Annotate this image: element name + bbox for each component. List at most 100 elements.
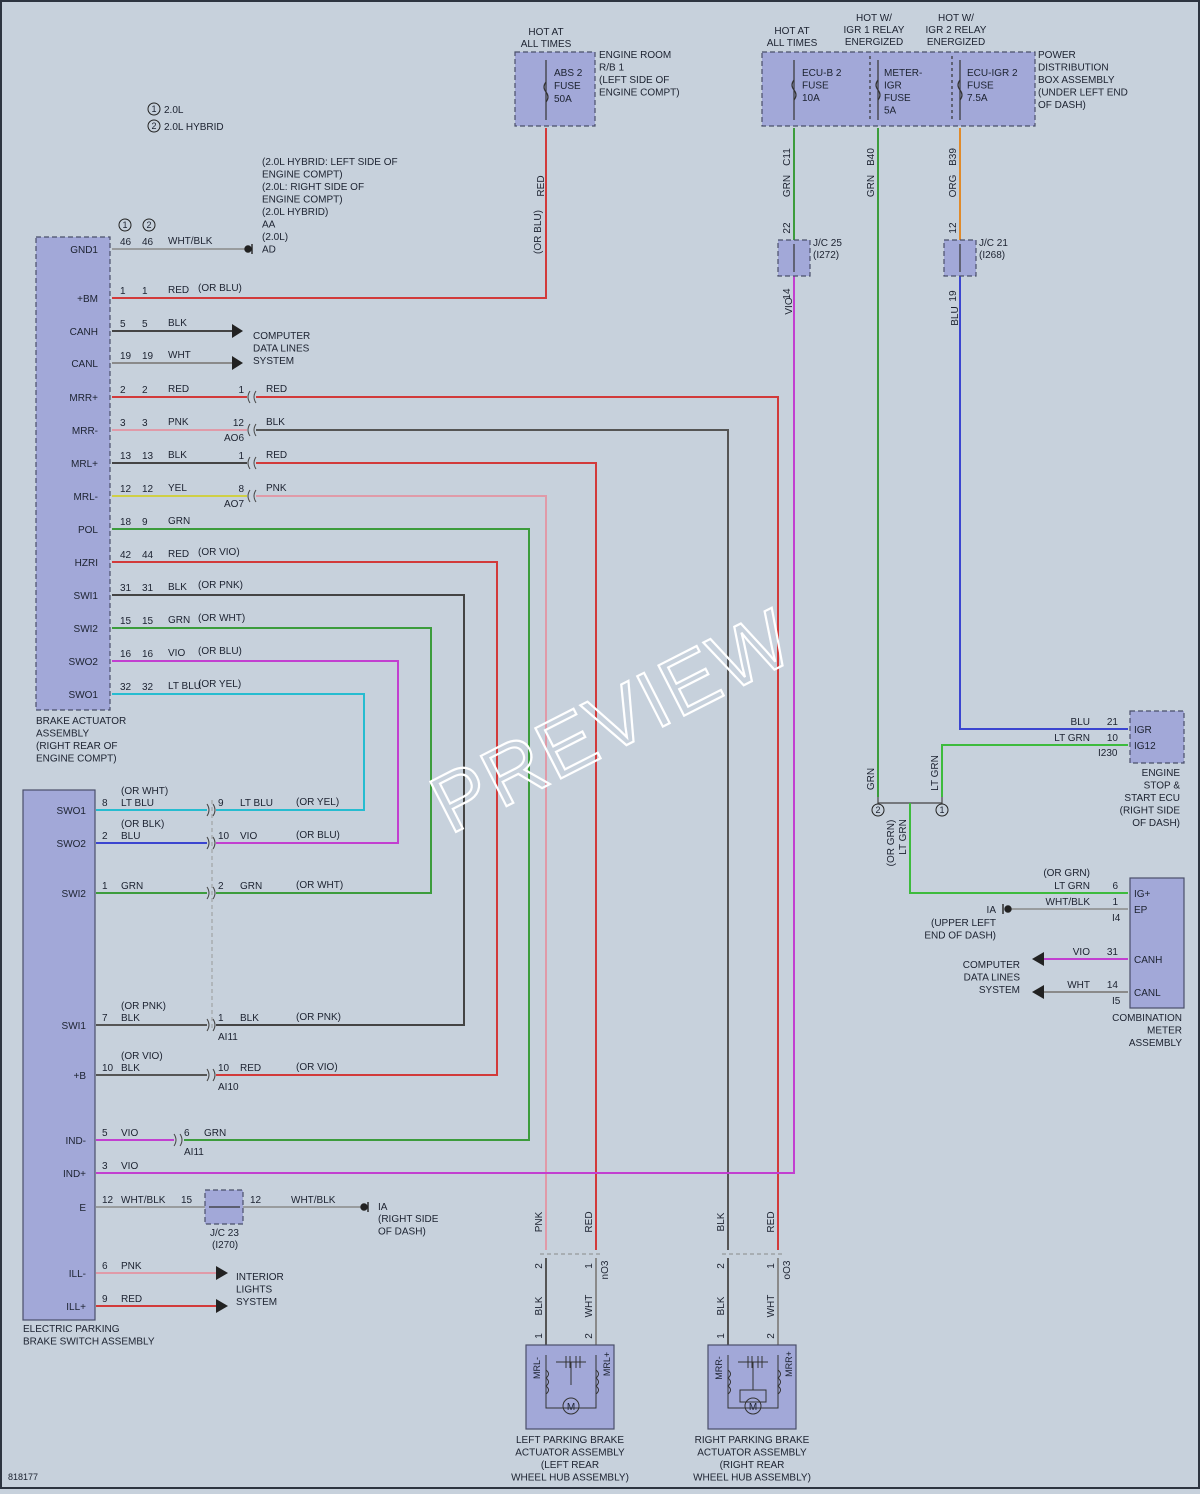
legend-marks (118, 102, 949, 817)
power-dist-fuse-2-line: FUSE (884, 93, 911, 104)
jc25-pin: 14 (782, 288, 793, 300)
engine-stop-ecu-name-line: (RIGHT SIDE (1120, 806, 1181, 817)
pin-number: 46 (142, 237, 154, 248)
power-dist-fuse-1-line: ECU-B 2 (802, 68, 842, 79)
wire-color: VIO (1073, 947, 1090, 958)
wire-color: WHT (766, 1295, 777, 1318)
wire-color: PNK (534, 1211, 545, 1232)
ground-location-note-line: AD (262, 245, 276, 256)
brake-actuator-pin-label: POL (78, 525, 98, 536)
wire-alt-color: (OR PNK) (121, 1001, 166, 1012)
power-dist-hot-label-2-line: ENERGIZED (845, 37, 903, 48)
wire-alt-color: (OR VIO) (296, 1062, 338, 1073)
jc25-pin: 22 (782, 222, 793, 234)
ground-location-note-line: ENGINE COMPT) (262, 195, 343, 206)
ground-location-note-line: (2.0L HYBRID: LEFT SIDE OF (262, 157, 398, 168)
ground-icon (360, 1202, 369, 1212)
connector-pin: 1 (238, 451, 244, 462)
connector-pin: 12 (233, 418, 245, 429)
wire-pol (112, 528, 530, 1141)
pin-number: 19 (142, 351, 154, 362)
pin-number: 12 (102, 1195, 114, 1206)
connector-tick (206, 1068, 216, 1082)
col-head-2: 2 (146, 220, 151, 230)
power-dist-pin: C11 (782, 148, 793, 166)
wire-color: LT GRN (1054, 733, 1090, 744)
wire-alt-color: (OR PNK) (198, 580, 243, 591)
connector-tick (206, 886, 216, 900)
legend-number: 1 (151, 104, 156, 114)
wire-mrlp (256, 462, 597, 1250)
engine-stop-ecu-name-line: STOP & (1144, 781, 1181, 792)
pin-number: 31 (1107, 947, 1119, 958)
brake-actuator-pin-label: SWI2 (74, 624, 99, 635)
connector-pin: 8 (238, 484, 244, 495)
jc21-pin: 12 (948, 222, 959, 234)
legend-text: 2.0L HYBRID (164, 122, 224, 133)
wire-color: BLK (121, 1063, 140, 1074)
connector-code: I4 (1112, 913, 1121, 924)
wire-alt-color: (OR YEL) (296, 797, 339, 808)
wire-color: YEL (168, 483, 187, 494)
power-dist-name-line: BOX ASSEMBLY (1038, 75, 1115, 86)
wire-alt-color: (OR YEL) (198, 679, 241, 690)
brake-actuator-box (35, 236, 111, 711)
meter-pin-label: CANL (1134, 988, 1161, 999)
brake-actuator-name-line: (RIGHT REAR OF (36, 741, 117, 752)
brake-actuator-pin-label: +BM (77, 294, 98, 305)
arrow-m-canl (1032, 985, 1044, 999)
wire-color: RED (168, 384, 189, 395)
ground-name: IA (987, 905, 997, 916)
wire-color: RED (168, 285, 189, 296)
wire-color: LT GRN (1054, 881, 1090, 892)
left-actuator-name-line: ACTUATOR ASSEMBLY (515, 1448, 625, 1459)
brake-actuator-pin-label: MRL+ (71, 459, 98, 470)
engine-room-rb-name-line: R/B 1 (599, 63, 624, 74)
wire-color: WHT (1067, 980, 1090, 991)
motor-icon: M (567, 1402, 575, 1413)
wire-alt-color: (OR WHT) (198, 613, 245, 624)
wire-swi1 (112, 594, 465, 1026)
grounds (244, 244, 1012, 1212)
left-actuator-name-line: (LEFT REAR (541, 1460, 599, 1471)
pin-number: 6 (1112, 881, 1118, 892)
pin-number: 5 (102, 1128, 108, 1139)
wire-alt-color: (OR BLU) (533, 210, 544, 254)
pin-number: 31 (142, 583, 154, 594)
arrow-canh (232, 324, 243, 338)
power-dist-hot-label-3-line: IGR 2 RELAY (926, 25, 987, 36)
ground-icon (244, 244, 253, 254)
epb-switch-pin-label: E (79, 1203, 86, 1214)
computer-data-lines-label-line: DATA LINES (253, 344, 310, 355)
arrows (216, 324, 1044, 1313)
meter-pin-label: CANH (1134, 955, 1162, 966)
combination-meter-box (1129, 877, 1185, 1009)
pin-number: 2 (142, 385, 148, 396)
wire-color: VIO (168, 648, 185, 659)
pin-number: 13 (142, 451, 154, 462)
ground-icon (1002, 904, 1012, 914)
wire-color: BLK (168, 582, 187, 593)
pin-number: 5 (142, 319, 148, 330)
pin-number: 2 (584, 1333, 595, 1339)
engine-room-rb-name-line: (LEFT SIDE OF (599, 75, 669, 86)
wire-color: WHT/BLK (291, 1195, 336, 1206)
connector-code: I5 (1112, 996, 1121, 1007)
wire-alt-color: (OR VIO) (121, 1051, 163, 1062)
wire-color: GRN (240, 881, 262, 892)
pin-number: 12 (120, 484, 132, 495)
epb-switch-pin-label: IND- (65, 1136, 86, 1147)
wire-alt-color: (OR BLK) (121, 819, 164, 830)
pin-number: 2 (766, 1333, 777, 1339)
wire-color: RED (266, 384, 287, 395)
wire-color: RED (168, 549, 189, 560)
wire-alt-color: (OR GRN) (886, 820, 897, 867)
epb-switch-box (22, 789, 96, 1321)
power-dist-fuse-2-line: IGR (884, 81, 902, 92)
wire-color: GRN (121, 881, 143, 892)
ecu-code: I230 (1098, 748, 1118, 759)
wire-color: RED (266, 450, 287, 461)
engine-stop-ecu-name-line: START ECU (1124, 793, 1180, 804)
wire-color: RED (240, 1063, 261, 1074)
meter-pin-label: IG+ (1134, 889, 1151, 900)
